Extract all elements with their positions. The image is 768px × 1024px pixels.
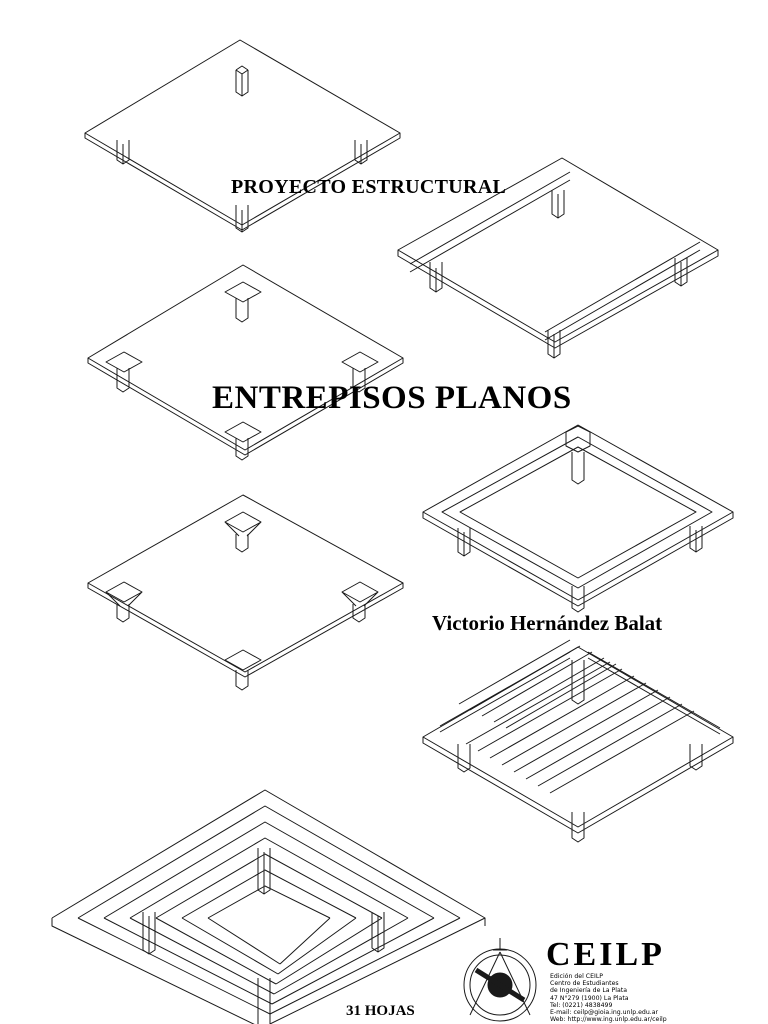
sheet-count: 31 HOJAS xyxy=(346,1003,415,1019)
page-title: ENTREPISOS PLANOS xyxy=(212,380,572,416)
publisher-line: E-mail: ceilp@gioia.ing.unlp.edu.ar xyxy=(550,1009,659,1017)
publisher-line: 47 N°279 (1900) La Plata xyxy=(550,994,629,1002)
publisher-line: Web: http://www.ing.unlp.edu.ar/ceilp xyxy=(550,1016,667,1024)
flat-slab-plain-columns xyxy=(84,39,401,233)
publisher-line: Centro de Estudiantes xyxy=(550,980,619,988)
author-name: Victorio Hernández Balat xyxy=(432,611,663,635)
ceilp-seal-logo xyxy=(463,938,537,1022)
publisher-line: Tel: (0221) 4838499 xyxy=(550,1001,613,1009)
ceilp-wordmark: CEILP xyxy=(546,936,665,973)
ribbed-slab-one-way xyxy=(422,639,734,843)
slab-with-perimeter-beams xyxy=(397,157,719,359)
publisher-info: Edición del CEILP Centro de Estudiantes … xyxy=(550,973,667,1023)
publisher-line: de Ingeniería de La Plata xyxy=(550,987,628,995)
flat-slab-with-drop-panels xyxy=(87,264,404,461)
waffle-slab xyxy=(51,789,486,1024)
flat-slab-with-column-capitals xyxy=(87,494,404,691)
subtitle: PROYECTO ESTRUCTURAL xyxy=(231,176,507,198)
slab-with-beam-grid xyxy=(422,424,734,613)
publisher-line: Edición del CEILP xyxy=(550,973,604,980)
